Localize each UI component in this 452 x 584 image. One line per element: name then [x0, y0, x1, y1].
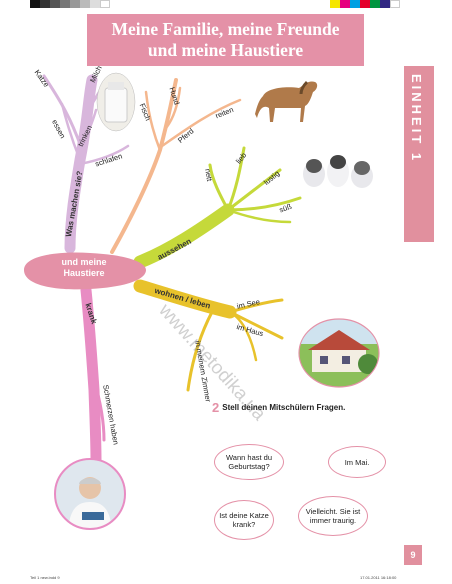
print-bar-color — [330, 0, 400, 8]
speech-bubble-answer-1: Im Mai. — [328, 446, 386, 478]
task-number: 2 — [212, 400, 220, 415]
branch-krank — [80, 284, 106, 466]
branch-fisch — [110, 78, 242, 254]
label-nett: nett — [203, 168, 215, 182]
speech-bubble-question-1: Wann hast du Geburtstag? — [214, 444, 284, 480]
title-line-2: und meine Haustiere — [147, 40, 304, 60]
speech-bubble-question-2: Ist deine Katze krank? — [214, 500, 274, 540]
house-photo — [298, 318, 380, 388]
footer-left: Teil 1 new.indd 9 — [30, 575, 60, 580]
unit-tab-label: EINHEIT 1 — [409, 74, 424, 164]
print-bar-grey — [30, 0, 110, 8]
horse-photo — [255, 80, 318, 122]
speech-bubble-answer-2: Vielleicht. Sie ist immer traurig. — [298, 496, 368, 536]
page-number: 9 — [404, 545, 422, 565]
page-title: Meine Familie, meine Freunde und meine H… — [87, 14, 364, 66]
doctor-photo — [54, 458, 126, 530]
branch-wohnen — [133, 279, 284, 392]
footer-right: 17.01.2011 16:18:00 — [360, 575, 397, 580]
puppies-photo — [303, 155, 373, 188]
milk-photo — [96, 72, 136, 132]
hub-shape — [24, 252, 146, 290]
unit-tab: EINHEIT 1 — [404, 66, 434, 242]
branch-aussehen — [133, 146, 302, 269]
hub-label: und meine Haustiere — [61, 257, 107, 278]
title-line-1: Meine Familie, meine Freunde — [111, 19, 340, 39]
task-text: Stell deinen Mitschülern Fragen. — [222, 403, 346, 412]
